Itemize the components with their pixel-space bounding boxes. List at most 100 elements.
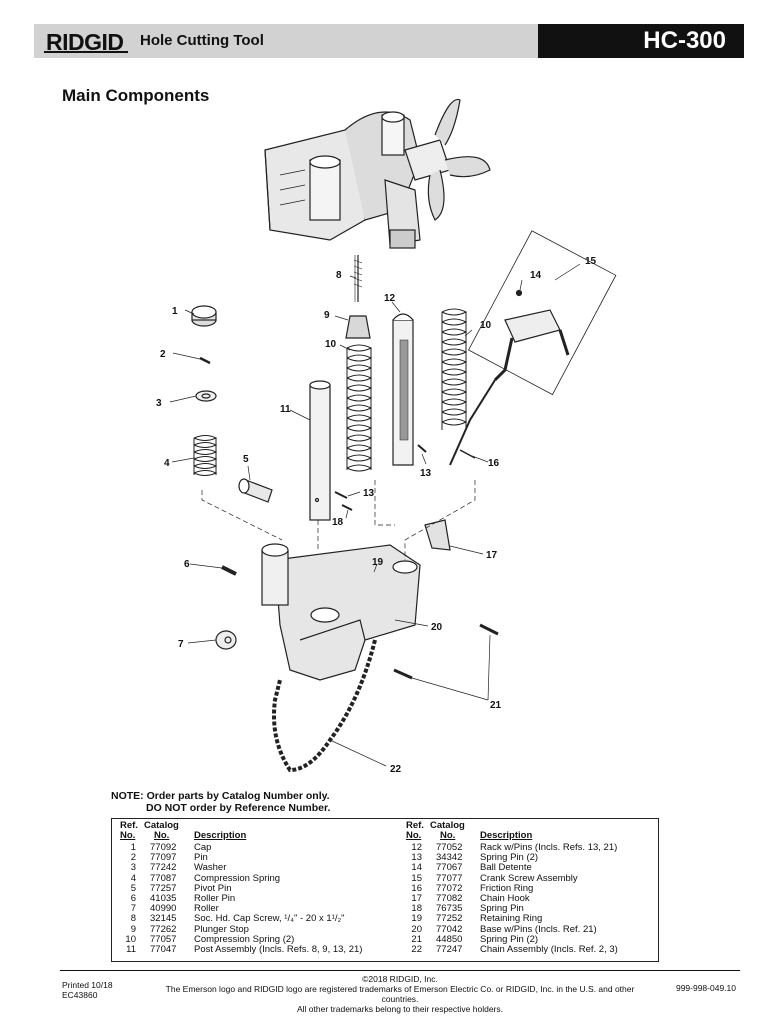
- part-description: Compression Spring: [194, 872, 281, 884]
- catalog-number: 77052: [436, 842, 463, 853]
- ref-number: 11: [126, 943, 136, 955]
- part-18-spring-pin: [341, 504, 353, 511]
- ref-number: 1: [130, 842, 136, 853]
- drill-motor-illustration: [264, 98, 491, 249]
- part-13-pin-b: [417, 444, 427, 453]
- callout-4: 4: [164, 458, 170, 469]
- ref-number: 18: [411, 903, 422, 915]
- callout-17: 17: [486, 550, 498, 561]
- part-description: Friction Ring: [480, 882, 534, 894]
- callout-13b: 13: [420, 468, 432, 479]
- callout-20: 20: [431, 622, 443, 633]
- callout-2: 2: [160, 349, 166, 360]
- callout-9: 9: [324, 310, 330, 321]
- ref-number: 14: [411, 862, 422, 874]
- crank-detail-box: [468, 230, 617, 396]
- callout-labels: 1 2 3 4 5 6 7 8 9 10 10 11 12 13 13 14 1…: [156, 256, 597, 775]
- header-black-band: HC-300: [538, 24, 744, 58]
- catalog-number: 32145: [150, 913, 177, 925]
- footer-left: Printed 10/18 EC43860: [62, 980, 113, 1000]
- part-15-crank-screw: [449, 309, 570, 466]
- part-description: Spring Pin: [480, 903, 524, 915]
- header-ref-2: No.: [406, 830, 422, 841]
- part-21-pin-a: [479, 623, 499, 636]
- part-description: Spring Pin (2): [480, 852, 539, 864]
- part-description: Ball Detente: [480, 862, 532, 874]
- header-catalog-1: Catalog: [430, 820, 465, 831]
- part-16-friction-ring: [459, 449, 476, 459]
- part-description: Washer: [194, 862, 227, 874]
- logo-underline: [44, 51, 128, 53]
- ref-number: 22: [411, 943, 422, 955]
- part-20-base: [261, 543, 421, 681]
- callout-3: 3: [156, 398, 162, 409]
- part-5-pivot-pin: [238, 478, 273, 503]
- callout-12: 12: [384, 293, 396, 304]
- part-11-post: [309, 380, 331, 521]
- part-description: Roller Pin: [194, 892, 236, 904]
- part-description: Chain Assembly (Incls. Ref. 2, 3): [480, 943, 618, 955]
- header-ref-1: Ref.: [406, 820, 424, 831]
- ref-number: 16: [411, 882, 422, 894]
- callout-22: 22: [390, 764, 402, 775]
- part-10-spring-left: [346, 344, 373, 472]
- catalog-number: 77077: [436, 872, 463, 884]
- header-description: Description: [480, 830, 533, 841]
- section-title: Main Components: [62, 86, 210, 105]
- ridgid-logo: RIDGID: [46, 29, 124, 55]
- catalog-number: 77252: [436, 913, 463, 925]
- ref-number: 3: [130, 862, 136, 874]
- model-number: HC-300: [643, 27, 726, 54]
- part-3-washer: [195, 390, 217, 402]
- part-14-ball-detente: [515, 289, 523, 297]
- table-header: Ref. No. Catalog No. Description: [402, 820, 656, 843]
- catalog-number: 77067: [436, 862, 463, 874]
- part-description: Compression Spring (2): [194, 933, 295, 945]
- callout-10b: 10: [480, 320, 492, 331]
- ref-number: 21: [411, 933, 422, 945]
- note-line-2: DO NOT order by Reference Number.: [146, 802, 331, 814]
- callout-1: 1: [172, 306, 178, 317]
- part-description: Cap: [194, 842, 212, 853]
- part-21-pin-b: [393, 668, 413, 680]
- part-8-screw: [353, 255, 363, 302]
- exploded-parts-diagram: 1 2 3 4 5 6 7 8 9 10 10 11 12 13 13 14 1…: [156, 98, 617, 775]
- table-row: 3 77242 Washer: [116, 863, 386, 873]
- callout-10a: 10: [325, 339, 337, 350]
- catalog-number: 77242: [150, 862, 177, 874]
- catalog-number: 77257: [150, 882, 177, 894]
- callout-14: 14: [530, 270, 542, 281]
- catalog-number: 77042: [436, 923, 463, 935]
- part-description: Rack w/Pins (Incls. Refs. 13, 21): [480, 842, 618, 853]
- part-description: Retaining Ring: [480, 913, 543, 925]
- catalog-number: 77087: [150, 872, 177, 884]
- page-header: RIDGID Hole Cutting Tool HC-300: [34, 24, 744, 58]
- part-6-roller-pin: [221, 565, 237, 576]
- catalog-number: 77072: [436, 882, 463, 894]
- callout-7: 7: [178, 639, 184, 650]
- catalog-number: 77262: [150, 923, 177, 935]
- catalog-number: 76735: [436, 903, 463, 915]
- footer-divider: [60, 970, 740, 971]
- part-2-pin: [199, 356, 211, 365]
- ordering-note: NOTE: Order parts by Catalog Number only…: [111, 790, 330, 814]
- header-description: Description: [194, 830, 247, 841]
- trademark-line-2: All other trademarks belong to their res…: [297, 1004, 503, 1014]
- callout-21: 21: [490, 700, 502, 711]
- ec-code: EC43860: [62, 990, 98, 1000]
- catalog-number: 77082: [436, 892, 463, 904]
